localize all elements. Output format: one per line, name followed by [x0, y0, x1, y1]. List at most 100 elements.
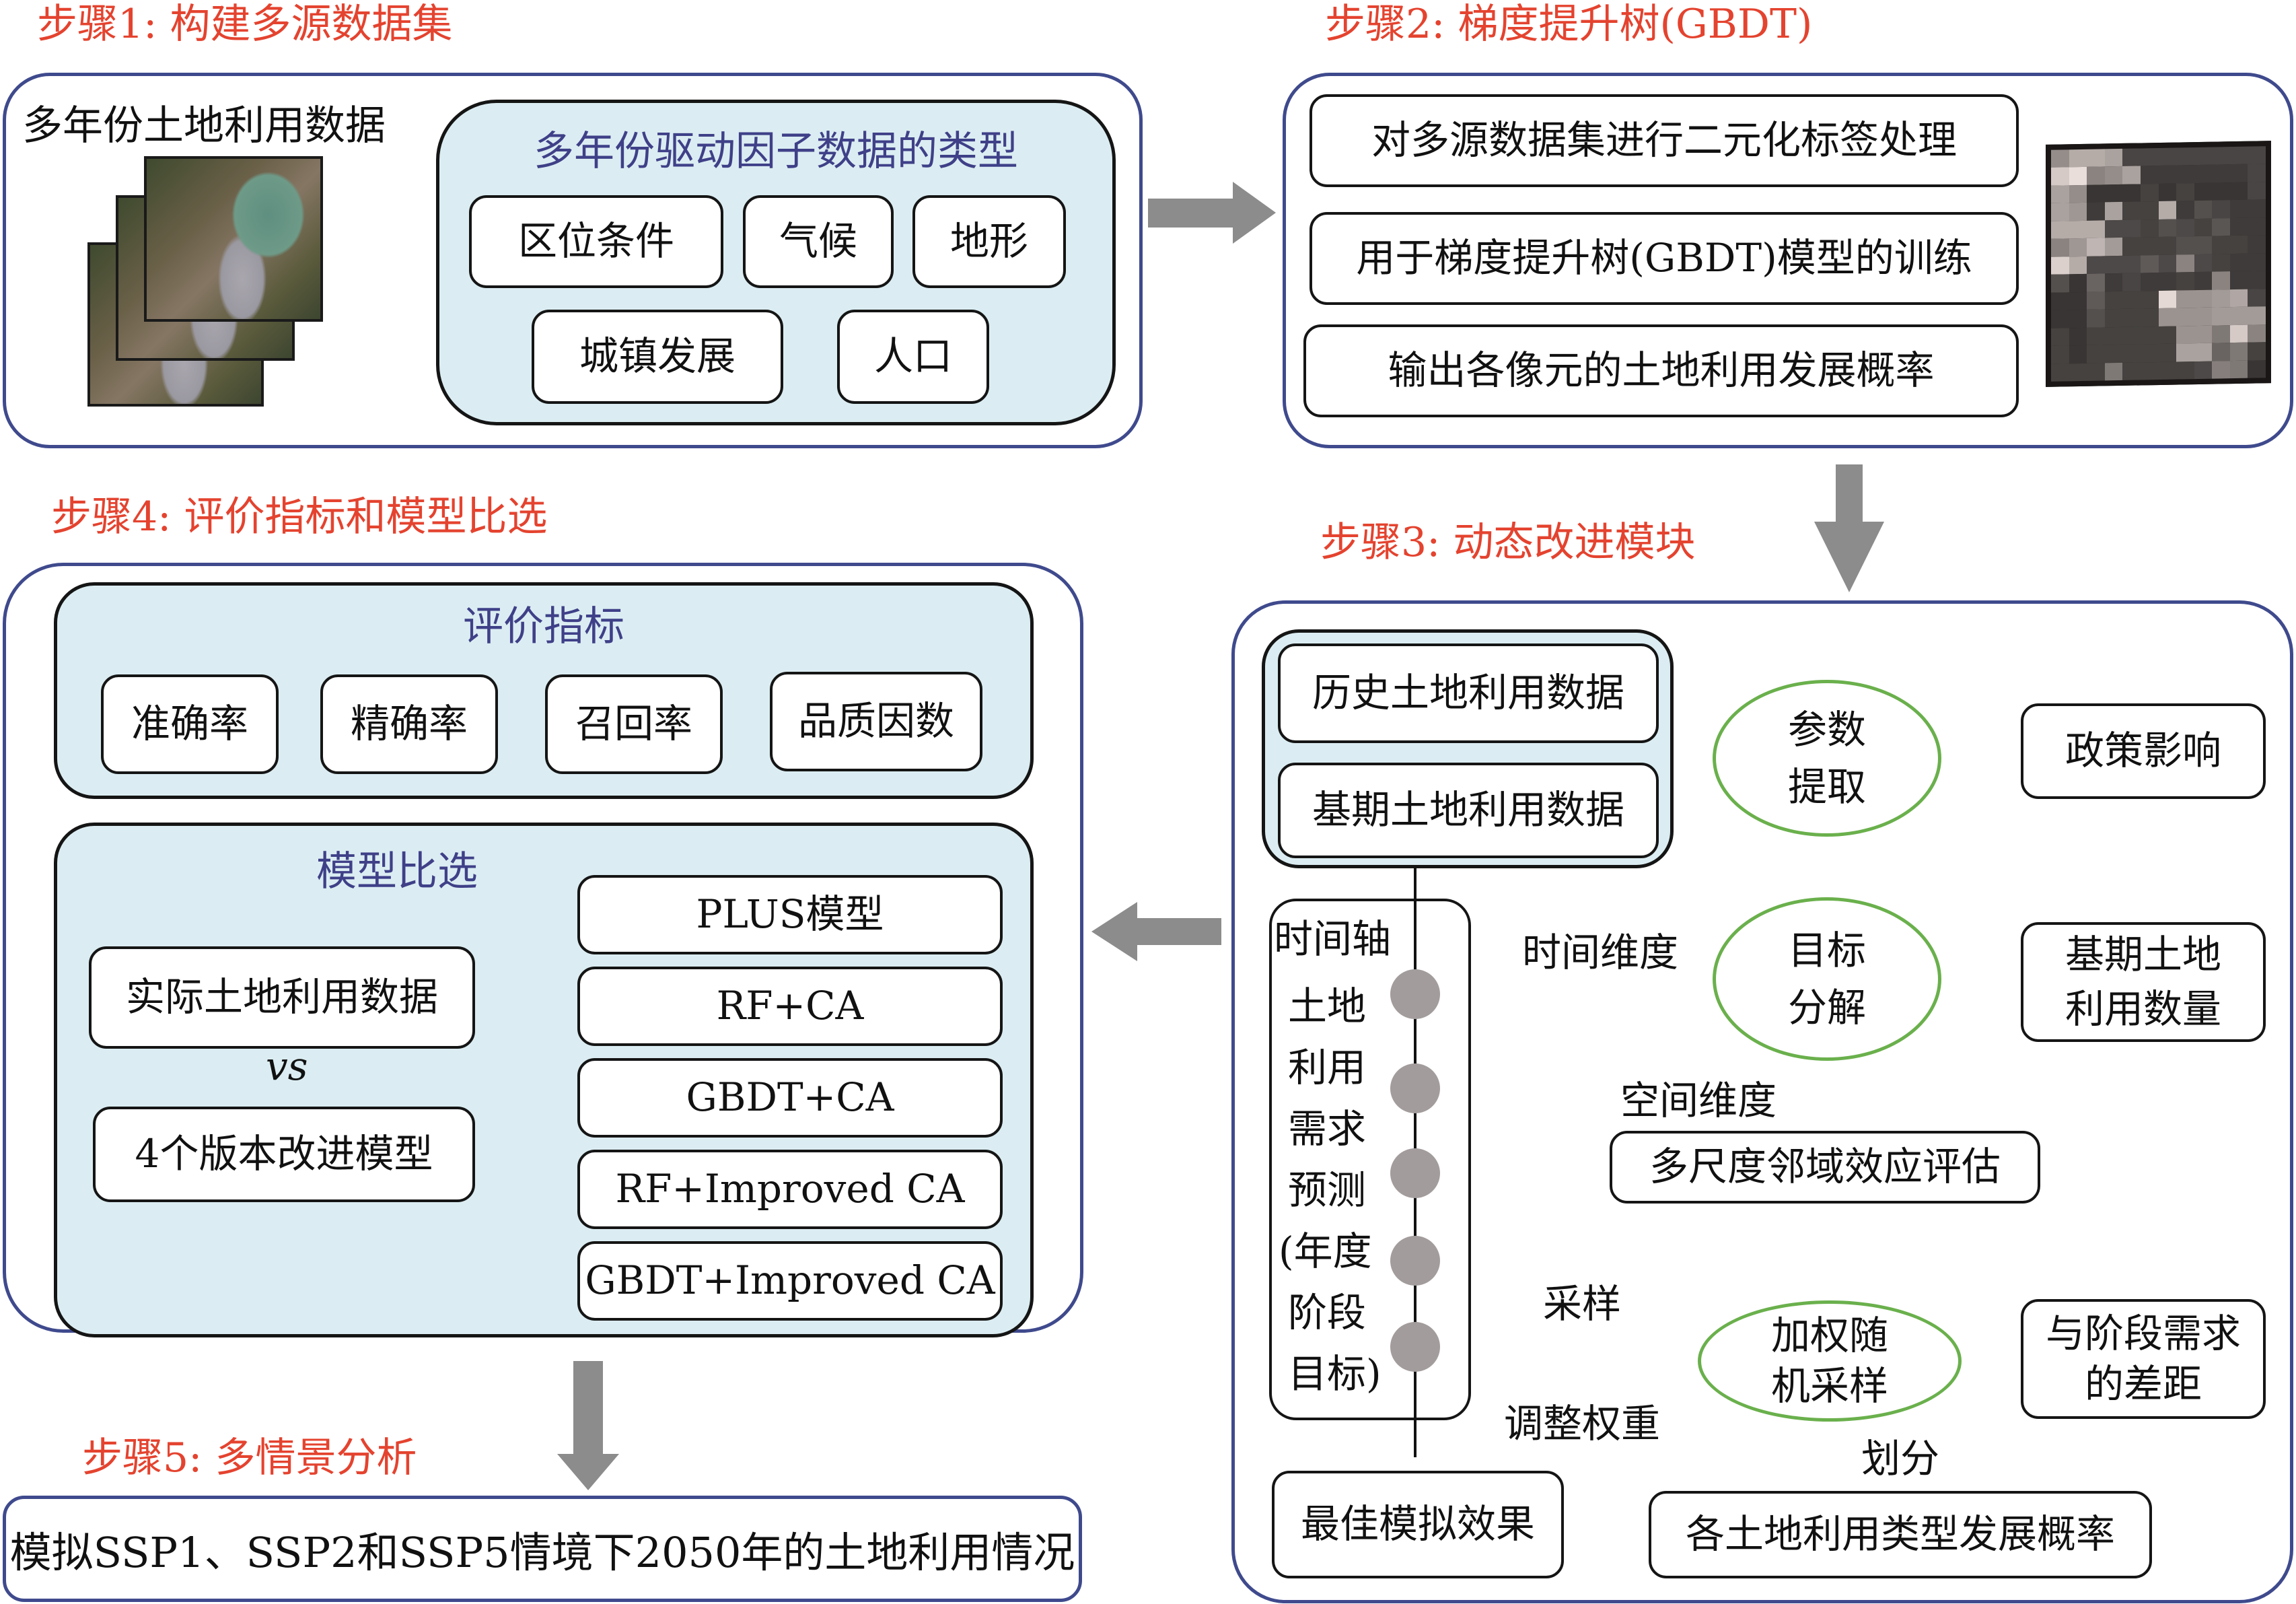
divide-label: 划分 — [1861, 1436, 1940, 1481]
param-extraction-node: 参数 提取 — [1713, 680, 1941, 837]
probability-cell — [2176, 254, 2194, 273]
historical-land-use-data: 历史土地利用数据 — [1278, 643, 1659, 743]
probability-cell — [2176, 343, 2194, 362]
probability-cell — [2104, 184, 2123, 203]
probability-cell — [2194, 218, 2213, 237]
probability-cell — [2122, 184, 2141, 203]
probability-cell — [2158, 165, 2177, 184]
probability-cell — [2158, 219, 2177, 238]
probability-cell — [2194, 307, 2213, 326]
probability-cell — [2069, 167, 2087, 186]
vs-label: vs — [266, 1043, 308, 1089]
timeline-label: 时间轴 — [1274, 916, 1392, 962]
metric-accuracy: 准确率 — [101, 674, 279, 774]
probability-cell — [2229, 146, 2248, 165]
probability-cell — [2087, 291, 2105, 310]
probability-cell — [2248, 199, 2266, 218]
step1-title: 步骤1: 构建多源数据集 — [37, 1, 453, 48]
step3-title: 步骤3: 动态改进模块 — [1320, 519, 1696, 566]
probability-cell — [2229, 324, 2248, 343]
driver-climate: 气候 — [743, 195, 894, 288]
probability-cell — [2051, 345, 2069, 364]
probability-cell — [2104, 326, 2123, 345]
timeline-text-line: 利用 — [1288, 1045, 1367, 1090]
probability-cell — [2069, 309, 2087, 328]
sampling-label: 采样 — [1543, 1281, 1622, 1327]
probability-cell — [2212, 271, 2230, 290]
probability-cell — [2194, 361, 2213, 380]
model-gbdt-ca: GBDT+CA — [577, 1058, 1003, 1138]
probability-cell — [2087, 309, 2105, 328]
probability-cell — [2122, 237, 2141, 256]
probability-cell — [2104, 255, 2123, 274]
probability-cell — [2248, 324, 2266, 343]
probability-cell — [2194, 147, 2213, 166]
probability-cell — [2122, 166, 2141, 184]
multiscale-neighborhood-eval: 多尺度邻域效应评估 — [1610, 1131, 2040, 1204]
probability-cell — [2122, 291, 2141, 310]
probability-cell — [2122, 273, 2141, 291]
probability-cell — [2104, 309, 2123, 328]
probability-cell — [2212, 343, 2230, 361]
metric-precision: 精确率 — [320, 674, 498, 774]
probability-cell — [2194, 165, 2213, 183]
probability-cell — [2194, 182, 2213, 201]
model-gbdt-improved-ca: GBDT+Improved CA — [577, 1241, 1003, 1321]
probability-cell — [2229, 271, 2248, 289]
probability-cell — [2248, 359, 2266, 378]
probability-cell — [2248, 146, 2266, 165]
timeline-text-line: 土地 — [1288, 983, 1367, 1029]
probability-cell — [2248, 271, 2266, 289]
probability-cell — [2158, 308, 2177, 326]
probability-cell — [2194, 289, 2213, 308]
probability-cell — [2229, 217, 2248, 236]
probability-cell — [2158, 236, 2177, 255]
probability-cell — [2212, 217, 2230, 236]
metrics-title: 评价指标 — [463, 603, 624, 650]
probability-cell — [2140, 237, 2159, 256]
driver-factor-title: 多年份驱动因子数据的类型 — [534, 128, 1018, 175]
probability-cell — [2248, 306, 2266, 325]
probability-cell — [2104, 219, 2123, 238]
probability-cell — [2051, 327, 2069, 346]
probability-cell — [2051, 203, 2069, 221]
probability-cell — [2176, 236, 2194, 255]
probability-cell — [2104, 362, 2123, 381]
policy-influence: 政策影响 — [2021, 703, 2266, 799]
timeline-dot — [1390, 1322, 1440, 1372]
probability-cell — [2051, 185, 2069, 204]
probability-cell — [2158, 290, 2177, 309]
probability-cell — [2051, 274, 2069, 293]
timeline-text-line: 阶段 — [1288, 1290, 1367, 1335]
probability-cell — [2158, 343, 2177, 362]
probability-cell — [2176, 201, 2194, 219]
gbdt-step-binary-label: 对多源数据集进行二元化标签处理 — [1310, 94, 2019, 187]
probability-cell — [2176, 218, 2194, 237]
space-dimension-label: 空间维度 — [1620, 1078, 1777, 1123]
probability-cell — [2212, 164, 2230, 183]
probability-cell — [2122, 344, 2141, 363]
probability-cell — [2051, 238, 2069, 257]
probability-cell — [2069, 203, 2087, 221]
timeline-text-line: 预测 — [1288, 1167, 1367, 1213]
probability-cell — [2194, 271, 2213, 290]
probability-cell — [2087, 273, 2105, 292]
probability-cell — [2140, 166, 2159, 184]
probability-cell — [2176, 289, 2194, 308]
flow-arrow-step3-to-step4 — [1091, 902, 1221, 961]
flow-arrow-step4-to-step5 — [557, 1361, 619, 1490]
timeline-dot — [1390, 1148, 1440, 1198]
metric-recall: 召回率 — [545, 674, 723, 774]
probability-cell — [2212, 324, 2230, 343]
probability-cell — [2248, 164, 2266, 182]
model-comparison-title: 模型比选 — [316, 848, 478, 895]
probability-cell — [2212, 360, 2230, 379]
probability-cell — [2248, 217, 2266, 236]
probability-cell — [2069, 220, 2087, 239]
stage-demand-gap: 与阶段需求 的差距 — [2021, 1299, 2266, 1419]
probability-cell — [2140, 326, 2159, 345]
driver-urban-development: 城镇发展 — [532, 310, 783, 404]
probability-cell — [2194, 343, 2213, 361]
timeline-panel — [1269, 899, 1471, 1420]
timeline-dot — [1390, 1236, 1440, 1286]
